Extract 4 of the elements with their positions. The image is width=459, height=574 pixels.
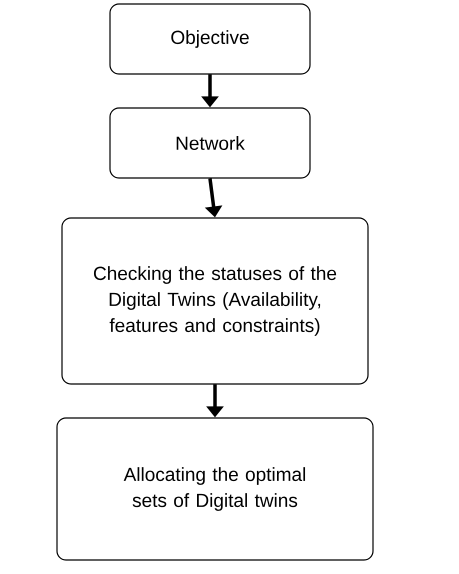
process-box: Checking the statuses of the Digital Twins (Availability, features and constraints) [61, 217, 369, 385]
process-box: Network [109, 107, 311, 179]
process-box: Objective [109, 3, 311, 75]
process-box: Allocating the optimal sets of Digital twins [56, 417, 374, 561]
